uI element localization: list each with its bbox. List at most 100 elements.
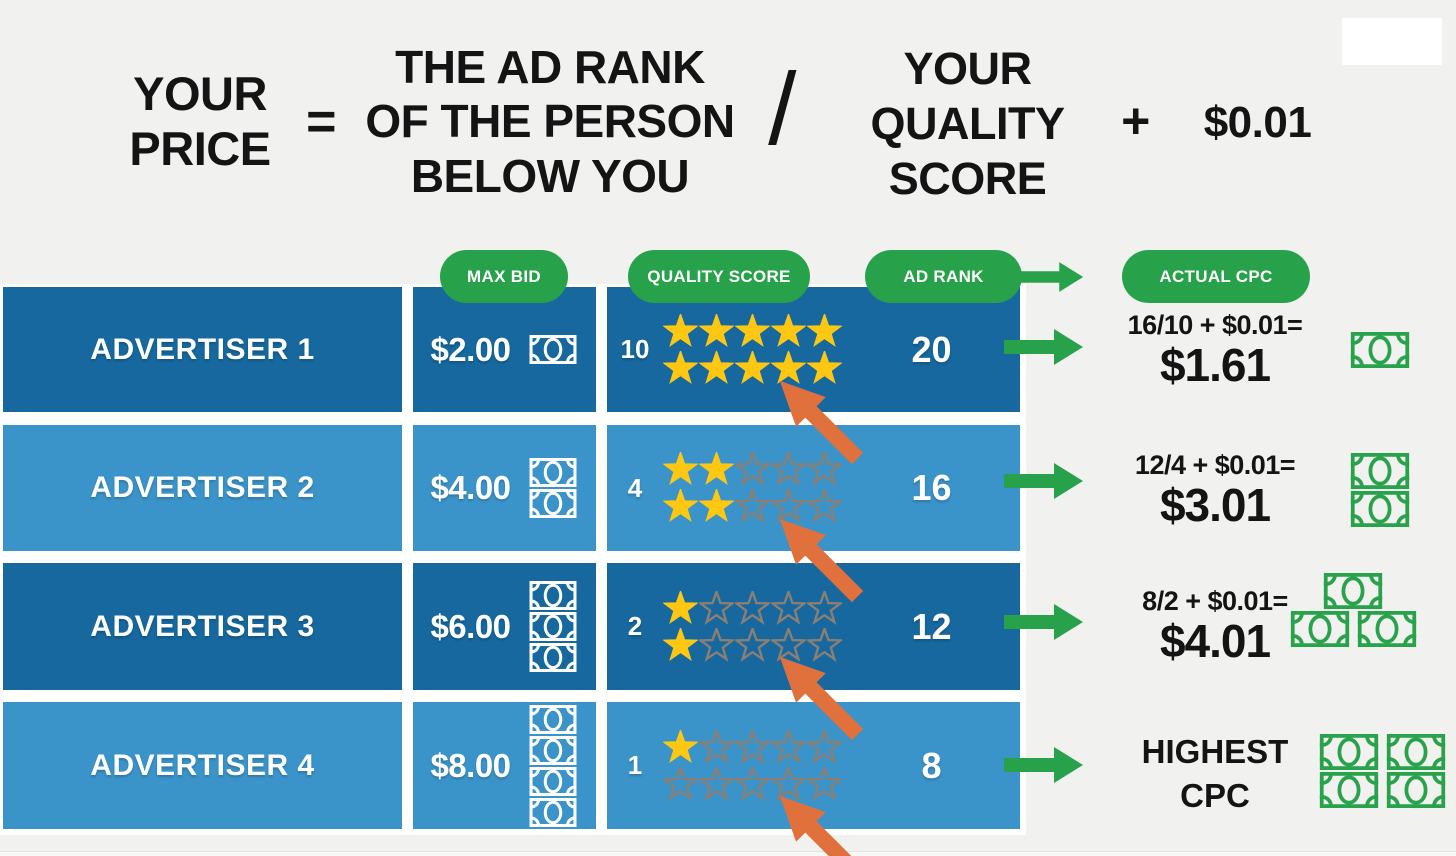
money-note-icon	[529, 458, 577, 487]
money-stack	[1349, 332, 1411, 368]
star-icon	[735, 489, 770, 523]
star-icon	[699, 489, 734, 522]
max-bid-value: $6.00	[430, 607, 511, 645]
star-icon	[735, 627, 770, 662]
star-icon	[771, 627, 806, 662]
formula-increment-value: $0.01	[1203, 98, 1312, 147]
star-icon	[807, 590, 842, 625]
star-icon	[771, 766, 806, 801]
star-icon	[663, 590, 698, 624]
star-icon	[663, 766, 698, 801]
star-icon	[699, 627, 734, 662]
formula-divide-slash: /	[768, 52, 796, 166]
formula-plus-sign: +	[1121, 93, 1150, 149]
money-note-icon	[1323, 573, 1383, 609]
money-note-icon	[1319, 734, 1378, 770]
quality-score-cell: 1	[607, 702, 843, 829]
star-rating	[663, 452, 842, 524]
star-icon	[663, 350, 698, 384]
star-icon	[807, 627, 842, 662]
star-icon	[735, 729, 770, 764]
advertiser-name-cell: ADVERTISER 3	[3, 563, 402, 690]
star-rating	[663, 590, 842, 663]
ad-rank-cell: 16	[843, 425, 1020, 551]
quality-score-value: 1	[627, 750, 643, 780]
cpc-value: $4.01	[1159, 615, 1271, 667]
orange-arrow-icon	[762, 639, 874, 751]
header-badge-ad-rank: AD RANK	[865, 250, 1022, 303]
star-rating	[663, 729, 842, 802]
advertiser-name-cell: ADVERTISER 2	[3, 425, 402, 551]
money-note-icon	[529, 335, 577, 364]
star-icon	[807, 313, 842, 347]
star-icon	[771, 590, 806, 625]
star-icon	[699, 313, 734, 347]
ad-rank-cell: 20	[843, 287, 1020, 412]
star-icon	[735, 313, 770, 347]
star-icon	[771, 313, 806, 347]
cpc-value: $3.01	[1159, 479, 1271, 531]
money-note-icon	[1386, 772, 1445, 808]
money-note-icon	[1290, 611, 1349, 647]
ad-rank-value: 12	[911, 605, 952, 647]
star-icon	[807, 452, 842, 486]
advertiser-name-cell: ADVERTISER 4	[3, 702, 402, 829]
star-rating	[663, 313, 842, 386]
green-arrow-icon	[1004, 746, 1084, 784]
formula-your-price: YOUR PRICE	[129, 67, 271, 176]
money-stack	[527, 581, 579, 672]
cpc-result: 8/2 + $0.01= $4.01	[1085, 586, 1345, 667]
header-badge-quality-score: QUALITY SCORE	[628, 250, 810, 303]
ad-rank-value: 20	[911, 328, 952, 370]
orange-arrow-icon	[762, 501, 874, 613]
money-note-icon	[1357, 611, 1416, 647]
money-note-icon	[1350, 453, 1410, 489]
star-icon	[663, 452, 698, 485]
formula-denominator: YOUR QUALITY SCORE	[870, 43, 1066, 204]
star-icon	[771, 452, 806, 486]
star-icon	[735, 350, 770, 384]
quality-score-value: 2	[627, 611, 643, 641]
star-icon	[699, 729, 734, 764]
advertiser-name: ADVERTISER 3	[90, 609, 315, 643]
star-icon	[735, 766, 770, 801]
max-bid-cell: $6.00	[413, 563, 596, 690]
formula-numerator: THE AD RANK OF THE PERSON BELOW YOU	[365, 41, 735, 202]
money-note-icon	[529, 735, 577, 765]
max-bid-cell: $8.00	[413, 702, 596, 829]
money-note-icon	[529, 766, 577, 796]
cpc-formula: 8/2 + $0.01=	[1142, 586, 1288, 616]
money-note-icon	[529, 797, 577, 827]
star-icon	[699, 452, 734, 485]
ad-rank-value: 8	[921, 744, 942, 786]
quality-score-cell: 2	[607, 563, 843, 690]
header-badge-actual-cpc: ACTUAL CPC	[1122, 250, 1310, 303]
cpc-result: 16/10 + $0.01= $1.61	[1085, 310, 1345, 391]
money-stack	[527, 335, 579, 364]
star-icon	[699, 590, 734, 625]
money-note-icon	[1350, 332, 1410, 368]
green-arrow-icon	[1004, 462, 1084, 500]
money-note-icon	[529, 489, 577, 518]
ad-rank-cell: 8	[843, 702, 1020, 829]
money-note-icon	[1350, 491, 1410, 527]
star-icon	[663, 729, 698, 763]
money-stack	[527, 704, 579, 827]
advertiser-name-cell: ADVERTISER 1	[3, 287, 402, 412]
advertiser-name: ADVERTISER 4	[90, 748, 315, 782]
money-note-icon	[1386, 734, 1445, 770]
cpc-value: $1.61	[1159, 339, 1271, 391]
cpc-formula: 12/4 + $0.01=	[1134, 450, 1296, 480]
green-arrow-icon	[1004, 328, 1084, 366]
star-icon	[663, 313, 698, 347]
white-patch	[1342, 18, 1442, 65]
orange-arrow-icon	[762, 778, 874, 856]
money-note-icon	[529, 612, 577, 641]
star-icon	[771, 729, 806, 764]
star-icon	[807, 766, 842, 801]
green-arrow-icon	[1004, 603, 1084, 641]
max-bid-cell: $4.00	[413, 425, 596, 551]
max-bid-value: $2.00	[430, 330, 511, 368]
money-stack	[1349, 453, 1411, 527]
